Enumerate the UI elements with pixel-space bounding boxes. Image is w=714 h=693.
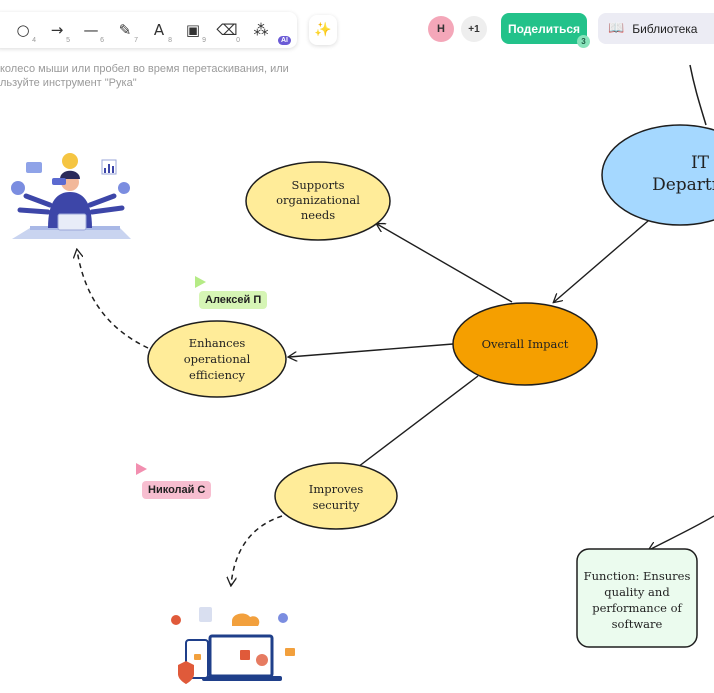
line-icon: — [83, 21, 99, 39]
pencil-icon: ✎ [118, 21, 132, 39]
pencil-tool-button[interactable]: ✎7 [108, 15, 142, 45]
node-it-department-line2: Departm [652, 175, 714, 195]
node-improves-security[interactable] [274, 462, 398, 530]
node-supports-line2: organizational [276, 193, 360, 207]
more-collaborators-badge[interactable]: +1 [461, 16, 487, 42]
arrow-it-to-impact[interactable] [554, 214, 656, 302]
canvas-hint: колесо мыши или пробел во время перетаск… [0, 62, 300, 90]
share-count-badge: 3 [577, 35, 590, 48]
shortcut-hint: 7 [134, 37, 138, 44]
dashed-arrow-to-worker-image[interactable] [77, 250, 149, 349]
eraser-icon: ⌫ [216, 21, 238, 39]
node-supports-needs[interactable] [245, 161, 391, 241]
magic-wand-button[interactable]: ✨ [309, 15, 337, 45]
collaborator-cursor-nikolai: Николай С [142, 481, 212, 499]
node-overall-impact-label: Overall Impact [482, 337, 569, 351]
shortcut-hint: 0 [236, 37, 240, 44]
shortcut-hint: 8 [168, 37, 172, 44]
canvas-hint-line2: льзуйте инструмент "Рука" [0, 77, 137, 89]
cursor-pointer-icon [195, 276, 206, 288]
shortcut-hint: 6 [100, 37, 104, 44]
text-icon: A [153, 21, 165, 39]
library-label: Библиотека [632, 21, 698, 36]
cursor-pointer-icon [136, 463, 147, 475]
node-it-department[interactable] [601, 124, 714, 226]
shapes-icon: ⁂ [253, 21, 269, 39]
collaborator-cursor-alexey: Алексей П [199, 291, 268, 309]
arrow-impact-to-enhances[interactable] [289, 343, 454, 357]
eraser-tool-button[interactable]: ⌫0 [210, 15, 244, 45]
arrow-icon: → [50, 21, 64, 39]
shapes-ai-tool-button[interactable]: ⁂ [244, 15, 278, 45]
node-enhances-line3: efficiency [189, 368, 245, 382]
node-improves-line2: security [313, 498, 360, 512]
node-function-line2: quality and [604, 585, 670, 599]
node-overall-impact[interactable] [452, 302, 598, 386]
line-tool-button[interactable]: —6 [74, 15, 108, 45]
canvas-hint-line1: колесо мыши или пробел во время перетаск… [0, 63, 289, 75]
collaborator-avatar[interactable]: Н [428, 16, 454, 42]
arrow-impact-to-improves[interactable] [350, 375, 479, 473]
book-icon: 📖 [608, 21, 625, 36]
node-supports-line3: needs [301, 208, 335, 222]
node-enhances-efficiency[interactable] [147, 320, 287, 398]
node-function-line4: software [612, 617, 663, 631]
connector-top-curve[interactable] [689, 64, 707, 126]
shortcut-hint: 4 [32, 37, 36, 44]
arrow-impact-to-supports[interactable] [377, 224, 513, 303]
image-tool-button[interactable]: ▣9 [176, 15, 210, 45]
multitasking-worker-illustration[interactable] [0, 145, 152, 247]
shortcut-hint: 5 [66, 37, 70, 44]
node-function-line3: performance of [592, 601, 682, 615]
dashed-arrow-to-security-image[interactable] [231, 515, 283, 585]
node-supports-line1: Supports [292, 178, 345, 192]
security-illustration[interactable] [152, 592, 317, 693]
node-enhances-line1: Enhances [189, 336, 246, 350]
node-function-line1: Function: Ensures [584, 569, 691, 583]
magic-wand-icon: ✨ [314, 22, 332, 38]
node-function[interactable] [576, 548, 698, 648]
arrow-tool-button[interactable]: →5 [40, 15, 74, 45]
node-improves-line1: Improves [309, 482, 364, 496]
share-button[interactable]: Поделиться [501, 13, 587, 44]
ellipse-tool-button[interactable]: ○4 [6, 15, 40, 45]
node-enhances-line2: operational [184, 352, 251, 366]
ai-badge: AI [278, 36, 291, 45]
ellipse-icon: ○ [16, 21, 30, 39]
image-icon: ▣ [185, 21, 201, 39]
library-button[interactable]: 📖 Библиотека [598, 13, 714, 44]
node-it-department-line1: IT [691, 153, 710, 173]
shortcut-hint: 9 [202, 37, 206, 44]
arrow-to-function[interactable] [649, 515, 714, 550]
